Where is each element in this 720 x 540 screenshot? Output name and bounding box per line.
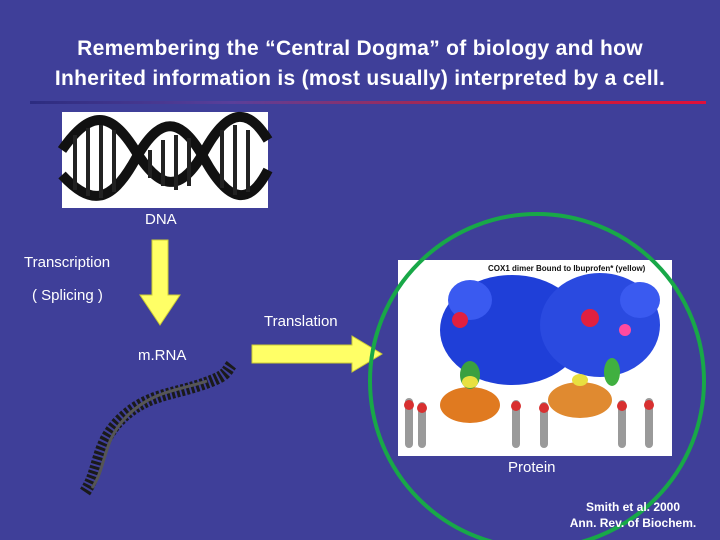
dna-label: DNA xyxy=(145,211,177,228)
citation-line-1: Smith et al. 2000 xyxy=(585,500,681,514)
translation-label: Translation xyxy=(264,313,338,330)
protein-label: Protein xyxy=(508,459,556,476)
mrna-label: m.RNA xyxy=(138,347,187,364)
translation-arrow xyxy=(251,335,383,373)
title-line-2: Inherited information is (most usually) … xyxy=(54,67,666,90)
dna-helix-image xyxy=(57,111,273,208)
slide-title: Remembering the “Central Dogma” of biolo… xyxy=(0,34,720,94)
transcription-arrow xyxy=(139,239,181,326)
title-underline xyxy=(30,101,706,104)
protein-highlight-circle xyxy=(368,212,706,540)
citation-line-2: Ann. Rev. of Biochem. xyxy=(569,516,697,530)
citation: Smith et al. 2000 Ann. Rev. of Biochem. xyxy=(548,499,718,531)
protein-structure-image xyxy=(398,260,672,456)
protein-image-caption: COX1 dimer Bound to Ibuprofen* (yellow) xyxy=(488,264,646,273)
transcription-label: Transcription xyxy=(24,254,111,271)
mrna-strand-image xyxy=(79,360,237,496)
splicing-label: ( Splicing ) xyxy=(32,287,103,304)
title-line-1: Remembering the “Central Dogma” of biolo… xyxy=(77,37,643,60)
